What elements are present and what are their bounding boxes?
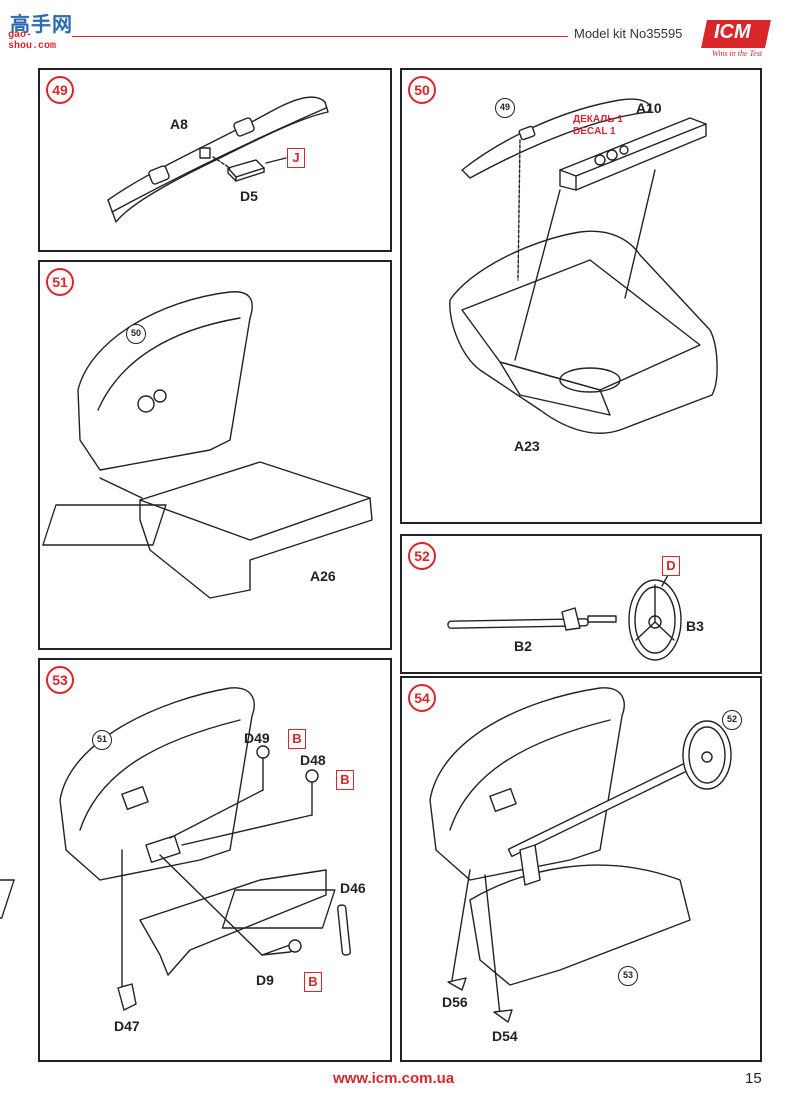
step-51-number: 51 xyxy=(46,268,74,296)
model-kit-number: Model kit No35595 xyxy=(574,26,683,41)
part-b2-label: B2 xyxy=(514,638,532,654)
step-54-number: 54 xyxy=(408,684,436,712)
part-a26-drawing xyxy=(42,291,373,599)
part-d46-label: D46 xyxy=(340,880,366,896)
part-d49-label: D49 xyxy=(244,730,270,746)
step-52-panel xyxy=(400,534,762,674)
part-d9-label: D9 xyxy=(256,972,274,988)
part-b2-drawing xyxy=(447,607,617,631)
part-a10-label: A10 xyxy=(636,100,662,116)
part-d48-label: D48 xyxy=(300,752,326,768)
step-51-panel xyxy=(38,260,392,650)
paint-code-b-d49: B xyxy=(288,729,306,749)
part-d47-label: D47 xyxy=(114,1018,140,1034)
watermark-url: gao-shou.com xyxy=(8,30,57,52)
header-rule xyxy=(72,36,568,37)
paint-code-j: J xyxy=(287,148,305,168)
step-53-ref-51: 51 xyxy=(92,730,112,750)
part-b3-drawing xyxy=(628,574,682,661)
icm-logo-tagline: Wins in the Test xyxy=(712,49,763,58)
step-53-number: 53 xyxy=(46,666,74,694)
footer-website-link[interactable]: www.icm.com.ua xyxy=(333,1070,455,1087)
part-a26-label: A26 xyxy=(310,568,336,584)
paint-code-b-d48: B xyxy=(336,770,354,790)
step-50-number: 50 xyxy=(408,76,436,104)
watermark-title: 高手网 xyxy=(10,12,73,36)
part-a10-drawing xyxy=(461,98,707,191)
step-49-number: 49 xyxy=(46,76,74,104)
decal-label-ru: ДЕКАЛЬ 1 xyxy=(573,114,623,125)
step-54-ref-53: 53 xyxy=(618,966,638,986)
part-a23-drawing xyxy=(449,139,718,434)
icm-logo-text: ICM xyxy=(714,21,751,43)
step-54-panel xyxy=(400,676,762,1062)
part-54-assembly-drawing xyxy=(221,687,732,1023)
watermark-logo: 高手网 gao-shou.com xyxy=(4,4,74,52)
part-d5-drawing xyxy=(212,156,287,182)
page-number: 15 xyxy=(745,1070,762,1087)
decal-label-en: DECAL 1 xyxy=(573,126,616,137)
step-53-panel xyxy=(38,658,392,1062)
paint-code-d: D xyxy=(662,556,680,576)
part-d54-label: D54 xyxy=(492,1028,518,1044)
step-52-number: 52 xyxy=(408,542,436,570)
part-d5-label: D5 xyxy=(240,188,258,204)
step-50-ref-49: 49 xyxy=(495,98,515,118)
part-b3-label: B3 xyxy=(686,618,704,634)
part-a8-drawing xyxy=(107,96,329,223)
part-a8-label: A8 xyxy=(170,116,188,132)
part-d56-label: D56 xyxy=(442,994,468,1010)
step-51-ref-50: 50 xyxy=(126,324,146,344)
step-54-ref-52: 52 xyxy=(722,710,742,730)
paint-code-b-d9: B xyxy=(304,972,322,992)
step-50-panel xyxy=(400,68,762,524)
step-49-panel xyxy=(38,68,392,252)
part-a23-label: A23 xyxy=(514,438,540,454)
